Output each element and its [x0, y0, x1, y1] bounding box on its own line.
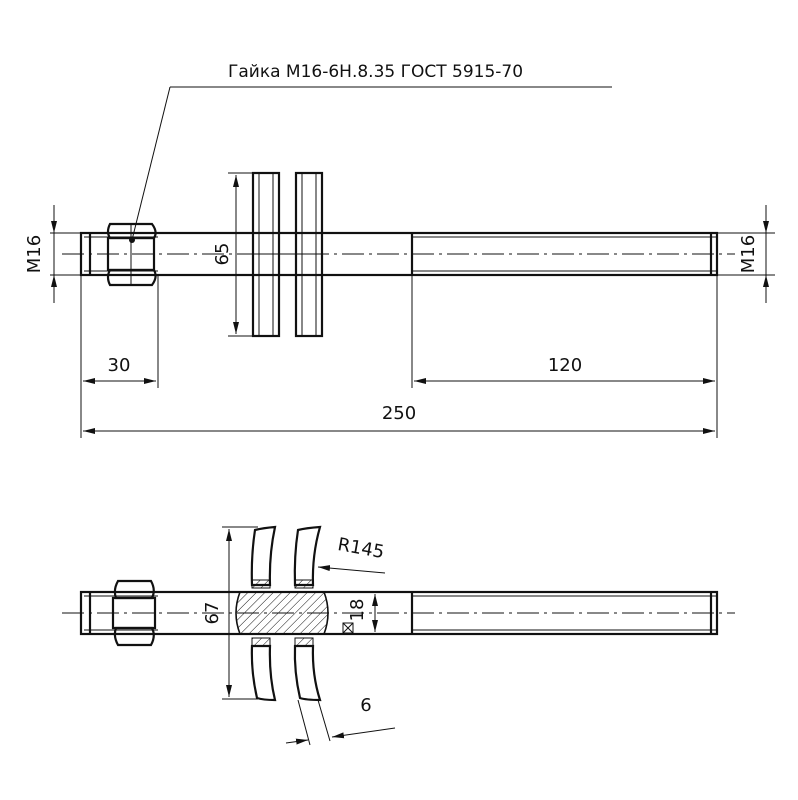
dim-thread-left: М16: [24, 205, 90, 303]
dim-outer-size: 67: [202, 526, 258, 700]
square-symbol-icon: [342, 622, 354, 634]
thread-left-label: М16: [24, 235, 45, 273]
thickness-label: 6: [360, 695, 371, 716]
shaft-section: [62, 590, 735, 636]
dim-thread-right: М16: [717, 205, 775, 303]
dim-thread-length-right: 120: [414, 355, 715, 384]
thread-length-left-label: 30: [108, 355, 131, 376]
disc-diameter-label: 65: [212, 243, 233, 266]
thread-length-right-label: 120: [548, 355, 582, 376]
dim-thread-length-left: 30: [83, 355, 156, 384]
dim-radius: R145: [317, 534, 386, 574]
radius-label: R145: [336, 534, 386, 563]
disc-plates: [251, 171, 324, 338]
bottom-view: 67 18 R145 6: [62, 525, 735, 746]
nut-spec-label: Гайка М16-6Н.8.35 ГОСТ 5915-70: [228, 62, 523, 82]
outer-size-label: 67: [202, 602, 223, 625]
square-section-hatch: [235, 591, 329, 635]
nut-callout: Гайка М16-6Н.8.35 ГОСТ 5915-70: [129, 62, 612, 243]
thread-right-label: М16: [738, 235, 759, 273]
square-size-label: 18: [347, 599, 368, 622]
total-length-label: 250: [382, 403, 416, 424]
dim-disc-diameter: 65: [212, 172, 253, 337]
dim-square-size: 18: [332, 591, 383, 635]
curved-plates: [250, 525, 322, 702]
dim-thickness: 6: [285, 695, 396, 746]
shaft: [62, 231, 735, 277]
nut-section: [111, 579, 157, 647]
nut: [106, 222, 157, 287]
top-view: Гайка М16-6Н.8.35 ГОСТ 5915-70: [24, 62, 775, 438]
dim-total-length: 250: [83, 403, 715, 434]
